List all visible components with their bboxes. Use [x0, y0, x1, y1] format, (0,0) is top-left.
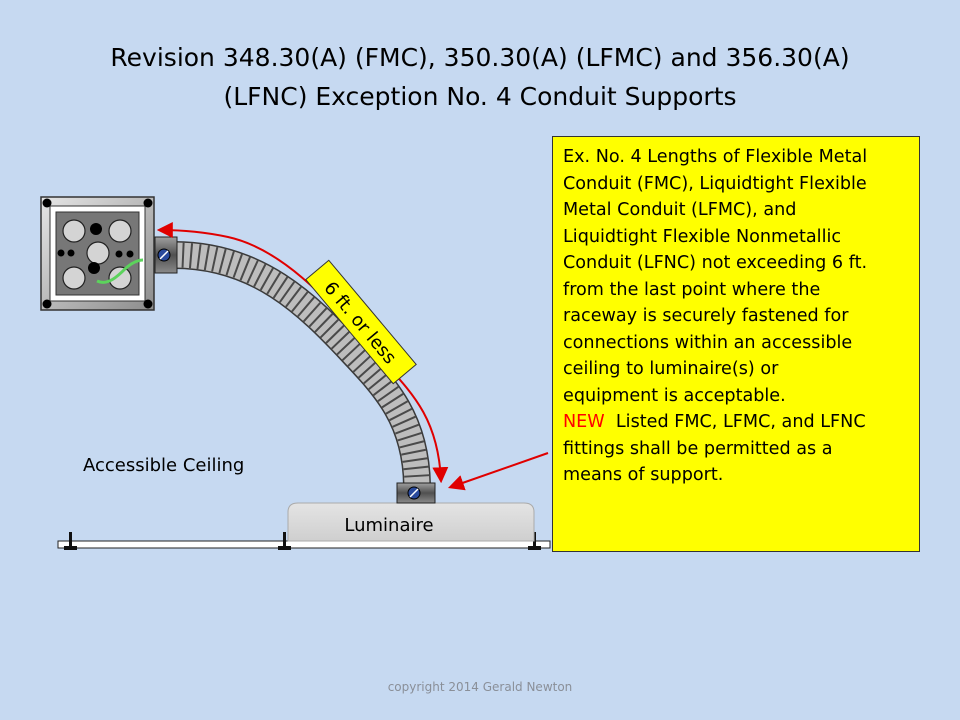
- box-connector-fitting: [154, 236, 178, 274]
- callout-line: equipment is acceptable.: [563, 385, 786, 406]
- callout-line: connections within an accessible: [563, 332, 853, 353]
- callout-line: fittings shall be permitted as a: [563, 438, 833, 459]
- new-tag: NEW: [563, 412, 605, 432]
- callout-line: Liquidtight Flexible Nonmetallic: [563, 226, 842, 247]
- callout-pointer-arrow: [447, 452, 549, 491]
- callout-line: Conduit (LFNC) not exceeding 6 ft.: [563, 253, 868, 273]
- callout-line: Conduit (FMC), Liquidtight Flexible: [563, 173, 867, 194]
- luminaire-label: Luminaire: [344, 515, 433, 536]
- callout-line: Ex. No. 4 Lengths of Flexible Metal: [563, 147, 868, 167]
- callout-line: Metal Conduit (LFMC), and: [563, 200, 797, 220]
- luminaire: [287, 502, 535, 542]
- title-line-1: Revision 348.30(A) (FMC), 350.30(A) (LFM…: [110, 43, 850, 72]
- callout-new-text: Listed FMC, LFMC, and LFNC: [604, 412, 866, 432]
- junction-box: [40, 196, 155, 311]
- callout-line: raceway is securely fastened for: [563, 306, 849, 326]
- luminaire-connector-fitting: [396, 482, 436, 504]
- accessible-ceiling-label: Accessible Ceiling: [83, 455, 245, 476]
- copyright-footer: copyright 2014 Gerald Newton: [387, 680, 573, 694]
- callout-line: from the last point where the: [563, 279, 821, 300]
- callout-line: means of support.: [563, 465, 724, 485]
- flexible-conduit: [173, 241, 431, 486]
- title-line-2: (LFNC) Exception No. 4 Conduit Supports: [223, 82, 737, 111]
- slide-title: Revision 348.30(A) (FMC), 350.30(A) (LFM…: [0, 38, 960, 116]
- callout-line: NEW Listed FMC, LFMC, and LFNC: [563, 409, 913, 436]
- callout-line: ceiling to luminaire(s) or: [563, 359, 779, 379]
- exception-callout-box: Ex. No. 4 Lengths of Flexible Metal Cond…: [552, 136, 920, 552]
